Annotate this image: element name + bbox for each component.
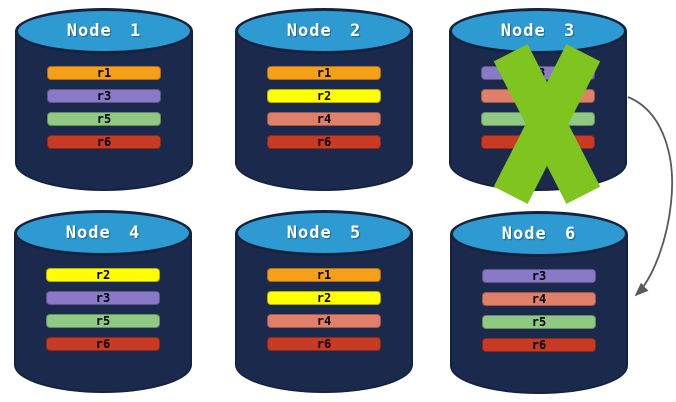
node-6: Node 6 r3 r4 r5 r6 xyxy=(449,211,629,395)
cylinder-top: Node 1 xyxy=(15,8,193,54)
replica-label: r1 xyxy=(316,66,332,80)
replica-list: r1 r2 r4 r6 xyxy=(267,268,381,351)
cylinder-top: Node 6 xyxy=(450,211,628,257)
cylinder-body xyxy=(14,233,192,393)
replica-label: r3 xyxy=(96,89,112,103)
node-1: Node 1 r1 r3 r5 r6 xyxy=(14,8,194,192)
replica-bar: r1 xyxy=(267,268,381,282)
replica-label: r5 xyxy=(95,314,111,328)
replica-label: r6 xyxy=(96,135,112,149)
replica-label: r3 xyxy=(531,269,547,283)
replica-label: r2 xyxy=(95,268,111,282)
cylinder-top: Node 2 xyxy=(235,8,413,54)
node-title: Node 2 xyxy=(286,21,362,41)
replica-label: r6 xyxy=(531,338,547,352)
replica-bar: r4 xyxy=(482,292,596,306)
replica-bar: r5 xyxy=(47,112,161,126)
replica-bar: r3 xyxy=(482,269,596,283)
cylinder-body xyxy=(450,234,628,394)
replica-bar: r4 xyxy=(267,112,381,126)
replica-bar: r6 xyxy=(482,338,596,352)
node-title: Node 3 xyxy=(500,21,576,41)
replica-label: r1 xyxy=(96,66,112,80)
replica-bar: r5 xyxy=(46,314,160,328)
cylinder-body xyxy=(235,233,413,393)
node-5: Node 5 r1 r2 r4 r6 xyxy=(234,210,414,394)
replica-label: r5 xyxy=(96,112,112,126)
replica-label: r1 xyxy=(316,268,332,282)
cylinder-top: Node 4 xyxy=(14,210,192,256)
node-title: Node 6 xyxy=(501,224,577,244)
replica-bar: r5 xyxy=(482,315,596,329)
replica-bar: r1 xyxy=(47,66,161,80)
cylinder-body xyxy=(235,31,413,191)
replica-bar: r2 xyxy=(267,291,381,305)
cylinder-top: Node 3 xyxy=(449,8,627,54)
replica-label: r6 xyxy=(316,135,332,149)
replica-label: r6 xyxy=(316,337,332,351)
node-4: Node 4 r2 r3 r5 r6 xyxy=(13,210,193,394)
replica-label: r3 xyxy=(95,291,111,305)
replica-bar: r2 xyxy=(46,268,160,282)
replica-list: r1 r3 r5 r6 xyxy=(47,66,161,149)
node-title: Node 5 xyxy=(286,223,362,243)
node-title: Node 4 xyxy=(65,223,141,243)
replica-label: r4 xyxy=(531,292,547,306)
replica-list: r2 r3 r5 r6 xyxy=(46,268,160,351)
failover-arrow-path xyxy=(627,96,673,297)
replica-bar: r2 xyxy=(267,89,381,103)
replica-bar: r6 xyxy=(46,337,160,351)
replica-label: r2 xyxy=(316,89,332,103)
replica-bar: r3 xyxy=(47,89,161,103)
replica-bar: r1 xyxy=(267,66,381,80)
replica-bar: r3 xyxy=(46,291,160,305)
replica-bar: r4 xyxy=(267,314,381,328)
replica-label: r4 xyxy=(316,314,332,328)
replica-bar: r6 xyxy=(267,135,381,149)
replica-list: r3 r4 r5 r6 xyxy=(482,269,596,352)
replica-label: r6 xyxy=(95,337,111,351)
cylinder-top: Node 5 xyxy=(235,210,413,256)
node-2: Node 2 r1 r2 r4 r6 xyxy=(234,8,414,192)
replica-label: r4 xyxy=(316,112,332,126)
node-3: Node 3 r3 xyxy=(448,8,628,204)
failure-x-icon xyxy=(484,44,610,204)
replica-label: r2 xyxy=(316,291,332,305)
node-title: Node 1 xyxy=(66,21,142,41)
replica-bar: r6 xyxy=(267,337,381,351)
replica-bar: r6 xyxy=(47,135,161,149)
replica-label: r5 xyxy=(531,315,547,329)
replica-list: r1 r2 r4 r6 xyxy=(267,66,381,149)
